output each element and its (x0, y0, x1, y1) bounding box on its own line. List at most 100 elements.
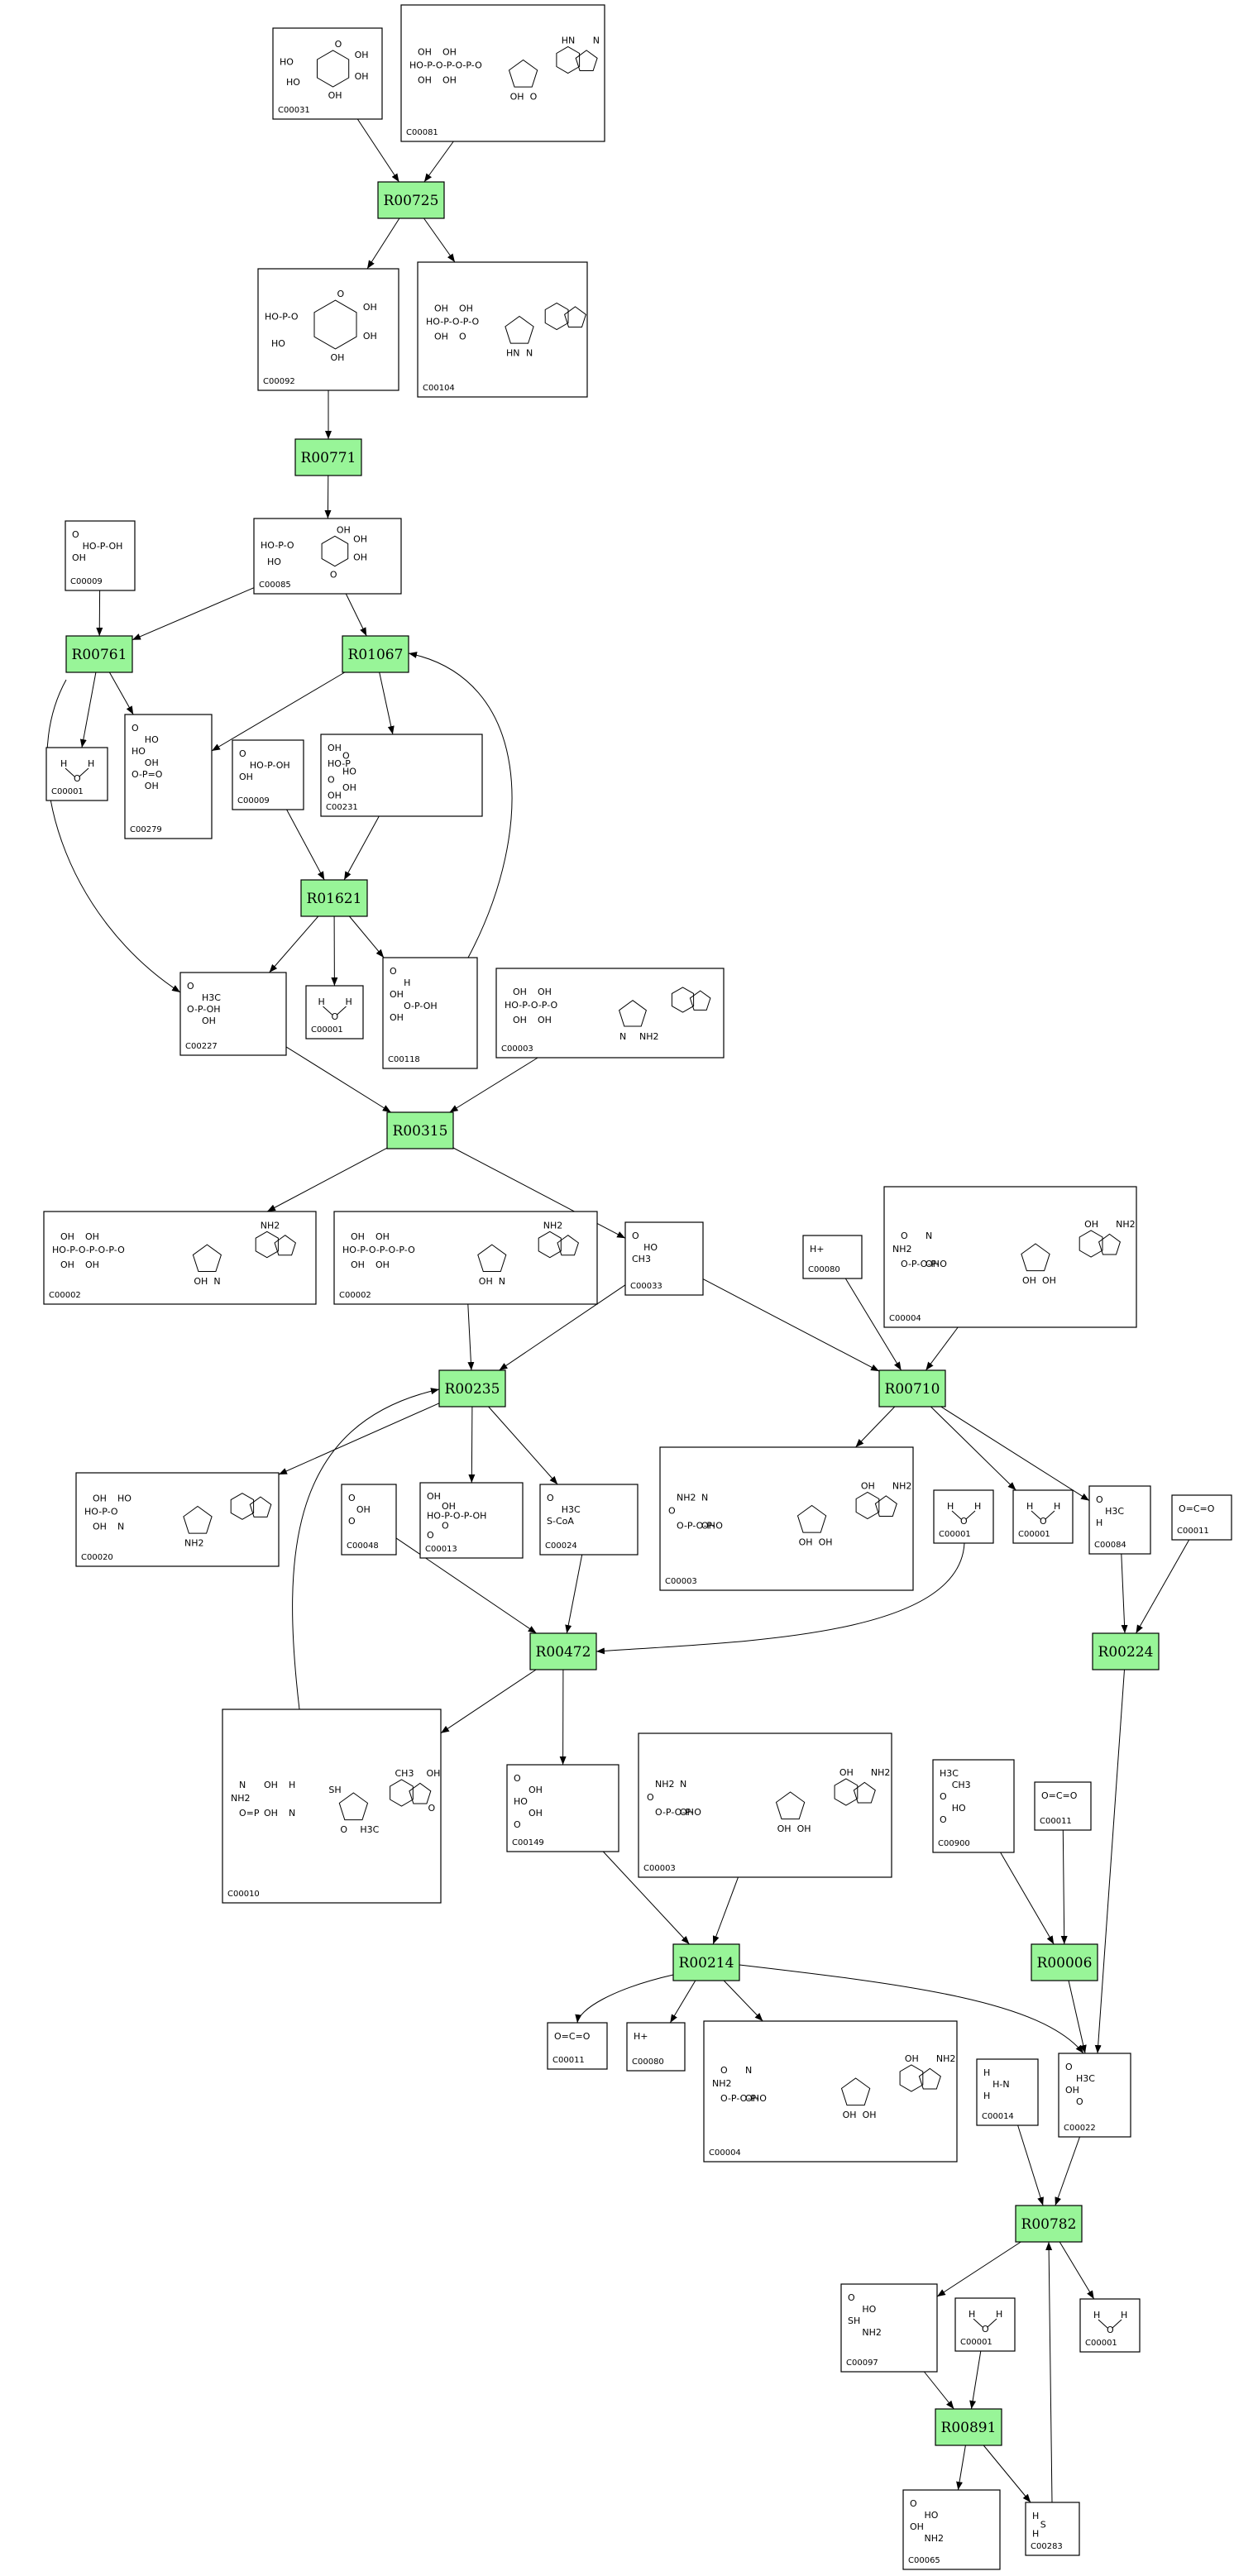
reaction-id-label: R00235 (445, 1381, 500, 1398)
edge-c00022-to-R00782 (1055, 2136, 1080, 2206)
reaction-r00214[interactable]: R00214 (672, 1943, 740, 1981)
reaction-r00782[interactable]: R00782 (1015, 2205, 1083, 2243)
reaction-box (294, 438, 362, 476)
reaction-r00472[interactable]: R00472 (529, 1632, 597, 1670)
atom-label: NH2 (1116, 1219, 1136, 1230)
ring-bond (317, 50, 350, 88)
compound-box (840, 2283, 938, 2373)
reaction-r00725[interactable]: R00725 (377, 181, 445, 219)
reaction-r00224[interactable]: R00224 (1092, 1632, 1160, 1670)
compound-id-label: C00013 (425, 1545, 457, 1554)
reaction-r00710[interactable]: R00710 (878, 1369, 946, 1407)
atom-label: CH3 (395, 1768, 414, 1779)
atom-label: HO-P-O-P-O-P-O (409, 60, 482, 71)
reaction-r01067[interactable]: R01067 (342, 635, 409, 673)
atom-label: HO-P-O-P-O (505, 1000, 557, 1011)
atom-label: O (960, 1516, 968, 1527)
reaction-r00315[interactable]: R00315 (386, 1111, 454, 1149)
compound-box (417, 261, 588, 398)
atom-label: O=C=O (1179, 1503, 1215, 1514)
reaction-id-label: R00472 (536, 1644, 591, 1661)
compound-id-label: C00227 (185, 1042, 218, 1051)
atom-label: O (720, 2065, 728, 2076)
reaction-r00891[interactable]: R00891 (935, 2408, 1002, 2446)
atom-label: O (1107, 2325, 1114, 2335)
atom-label: OH (363, 331, 377, 342)
edge-c00001c-to-R00472 (595, 1542, 965, 1655)
reaction-r00771[interactable]: R00771 (294, 438, 362, 476)
reaction-r00235[interactable]: R00235 (438, 1369, 506, 1407)
reaction-r00761[interactable]: R00761 (65, 635, 133, 673)
atom-label: H-N (992, 2079, 1009, 2090)
edge-R00315-to-c00002a (266, 1147, 388, 1212)
compound-box (495, 968, 725, 1059)
compound-id-label: C00014 (982, 2112, 1014, 2121)
edge-c00031-to-R00725 (356, 118, 399, 183)
atom-label: OH (239, 772, 253, 782)
edge-R00235-to-c00024 (488, 1406, 558, 1485)
edge-R00214-to-c00080b (669, 1980, 696, 2024)
compound-box (320, 734, 483, 817)
edge-c00084-to-R00224 (1121, 1553, 1128, 1634)
compound-box (222, 1709, 442, 1904)
atom-label: H (1096, 1517, 1102, 1528)
atom-label: OH (194, 1276, 208, 1287)
compound-box (1171, 1494, 1232, 1541)
atom-label: OH (375, 1231, 390, 1242)
atom-label: O (342, 751, 350, 762)
atom-label: HO (643, 1242, 658, 1253)
edge-c00033-to-R00710 (702, 1278, 880, 1372)
compound-id-label: C00009 (70, 577, 103, 586)
compound-id-label: C00001 (960, 2338, 992, 2347)
reaction-r00006[interactable]: R00006 (1031, 1943, 1098, 1981)
atom-label: HO-P (328, 758, 351, 769)
compound-box (341, 1484, 397, 1556)
atom-label: HO (342, 767, 356, 777)
reaction-r01621[interactable]: R01621 (300, 879, 368, 917)
edge-R00006-to-c00022 (1068, 1980, 1087, 2054)
